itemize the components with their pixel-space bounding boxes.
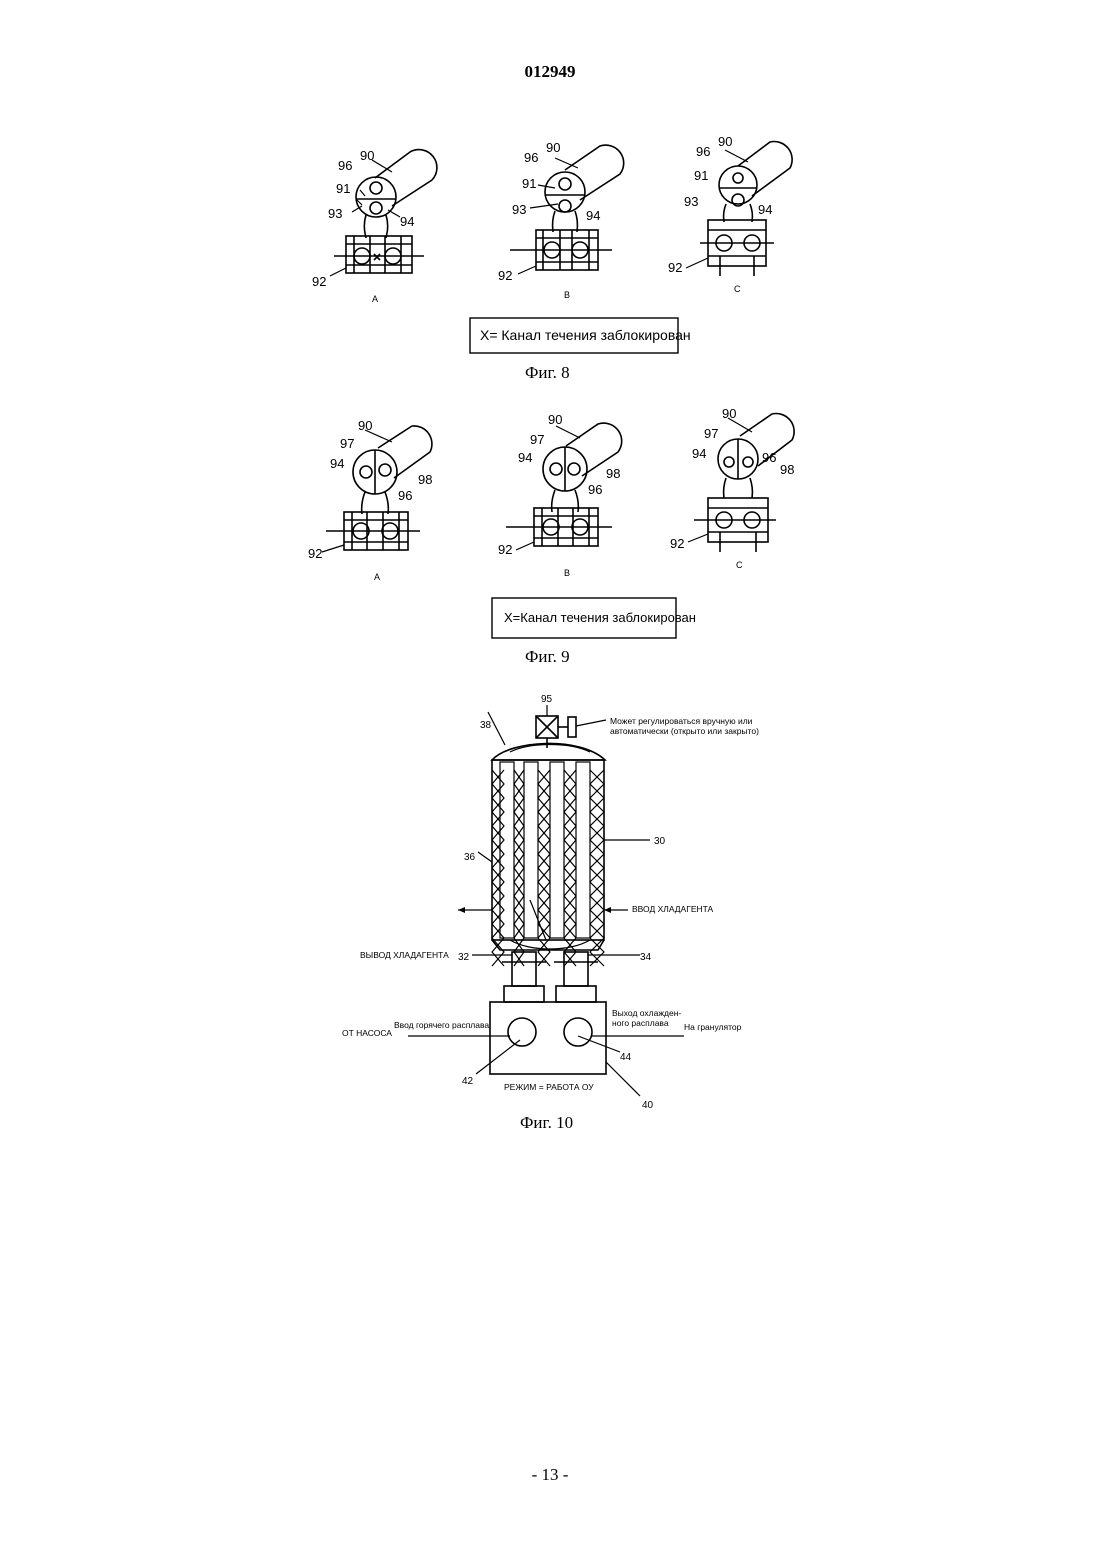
valve-actuator xyxy=(568,717,576,737)
fig8-c-label-91: 91 xyxy=(694,168,708,183)
ref-42: 42 xyxy=(462,1076,474,1087)
fig8-c-label-96: 96 xyxy=(696,144,710,159)
fig8-legend-text: X= Канал течения заблокирован xyxy=(480,327,691,343)
fig8-c-label-90: 90 xyxy=(718,134,732,149)
fig10 xyxy=(408,705,684,1096)
fig8 xyxy=(330,142,792,353)
fig8-caption: Фиг. 8 xyxy=(525,363,570,382)
fig8-view-c xyxy=(686,142,792,276)
outlet-port-44 xyxy=(564,1018,592,1046)
ref-95: 95 xyxy=(541,694,553,705)
fig8-a-label-94: 94 xyxy=(400,214,414,229)
fig9-b-label-94: 94 xyxy=(518,450,532,465)
fig8-c-label-93: 93 xyxy=(684,194,698,209)
fig9-legend-text: X=Канал течения заблокирован xyxy=(504,610,696,625)
fig8-c-label-94: 94 xyxy=(758,202,772,217)
cooled-outlet-line2: ного расплава xyxy=(612,1018,669,1028)
fig8-b-label-90: 90 xyxy=(546,140,560,155)
ref-32: 32 xyxy=(458,952,470,963)
coolant-outlet-label: ВЫВОД ХЛАДАГЕНТА xyxy=(360,950,449,960)
fig8-b-label-93: 93 xyxy=(512,202,526,217)
ref-30: 30 xyxy=(654,836,666,847)
fig8-b-label-96: 96 xyxy=(524,150,538,165)
fig9-c-label-97: 97 xyxy=(704,426,718,441)
fig9-b-label-92: 92 xyxy=(498,542,512,557)
inlet-port-42 xyxy=(508,1018,536,1046)
fig9-a-label-98: 98 xyxy=(418,472,432,487)
labels: 90 96 91 93 94 92 A 90 96 91 93 94 92 B … xyxy=(308,134,794,1111)
page-footer: - 13 - xyxy=(0,1465,1100,1485)
fig8-b-label-92: 92 xyxy=(498,268,512,283)
ref-38: 38 xyxy=(480,720,492,731)
fig9-a-label-90: 90 xyxy=(358,418,372,433)
coolant-inlet-label: ВВОД ХЛАДАГЕНТА xyxy=(632,904,714,914)
to-pelletizer-label: На гранулятор xyxy=(684,1022,742,1032)
fig8-a-label-93: 93 xyxy=(328,206,342,221)
fig9-b-label-98: 98 xyxy=(606,466,620,481)
fig9-caption: Фиг. 9 xyxy=(525,647,570,666)
fig9-c-label-98: 98 xyxy=(780,462,794,477)
fig8-a-label-92: 92 xyxy=(312,274,326,289)
fig9-b-label-97: 97 xyxy=(530,432,544,447)
cooled-outlet-line1: Выход охлажден- xyxy=(612,1008,681,1018)
fig8-b-label-94: 94 xyxy=(586,208,600,223)
fig9-c-label-94: 94 xyxy=(692,446,706,461)
tube-bundle xyxy=(492,762,604,966)
fig9-a-label-97: 97 xyxy=(340,436,354,451)
valve-note-line1: Может регулироваться вручную или xyxy=(610,716,753,726)
fig9-view-a-letter: A xyxy=(374,572,380,582)
fig8-a-label-91: 91 xyxy=(336,181,350,196)
ref-40: 40 xyxy=(642,1100,654,1111)
fig9-a-label-96: 96 xyxy=(398,488,412,503)
fig9-b-label-90: 90 xyxy=(548,412,562,427)
fig8-view-a-letter: A xyxy=(372,294,378,304)
fig10-caption: Фиг. 10 xyxy=(520,1113,573,1132)
hot-melt-inlet-label: Ввод горячего расплава xyxy=(394,1020,489,1030)
valve-note-line2: автоматически (открыто или закрыто) xyxy=(610,726,759,736)
fig9-view-b-letter: B xyxy=(564,568,570,578)
fig9-view-a xyxy=(322,426,432,552)
fig8-view-c-letter: C xyxy=(734,284,741,294)
from-pump-label: ОТ НАСОСА xyxy=(342,1028,392,1038)
melt-housing-40 xyxy=(490,1002,606,1074)
fig9-view-b xyxy=(506,423,622,550)
fig8-a-label-90: 90 xyxy=(360,148,374,163)
pipe-32 xyxy=(512,952,536,986)
fig9-view-c-letter: C xyxy=(736,560,743,570)
fig9-c-label-96: 96 xyxy=(762,450,776,465)
fig8-c-label-92: 92 xyxy=(668,260,682,275)
fig9-c-label-92: 92 xyxy=(670,536,684,551)
fig9-b-label-96: 96 xyxy=(588,482,602,497)
fig9-a-label-92: 92 xyxy=(308,546,322,561)
mode-label: РЕЖИМ = РАБОТА ОУ xyxy=(504,1082,594,1092)
fig9-a-label-94: 94 xyxy=(330,456,344,471)
fig8-b-label-91: 91 xyxy=(522,176,536,191)
ref-36: 36 xyxy=(464,852,476,863)
fig9 xyxy=(322,414,794,638)
ref-44: 44 xyxy=(620,1052,632,1063)
fig9-c-label-90: 90 xyxy=(722,406,736,421)
fig8-view-b-letter: B xyxy=(564,290,570,300)
fig8-a-label-96: 96 xyxy=(338,158,352,173)
ref-34: 34 xyxy=(640,952,652,963)
